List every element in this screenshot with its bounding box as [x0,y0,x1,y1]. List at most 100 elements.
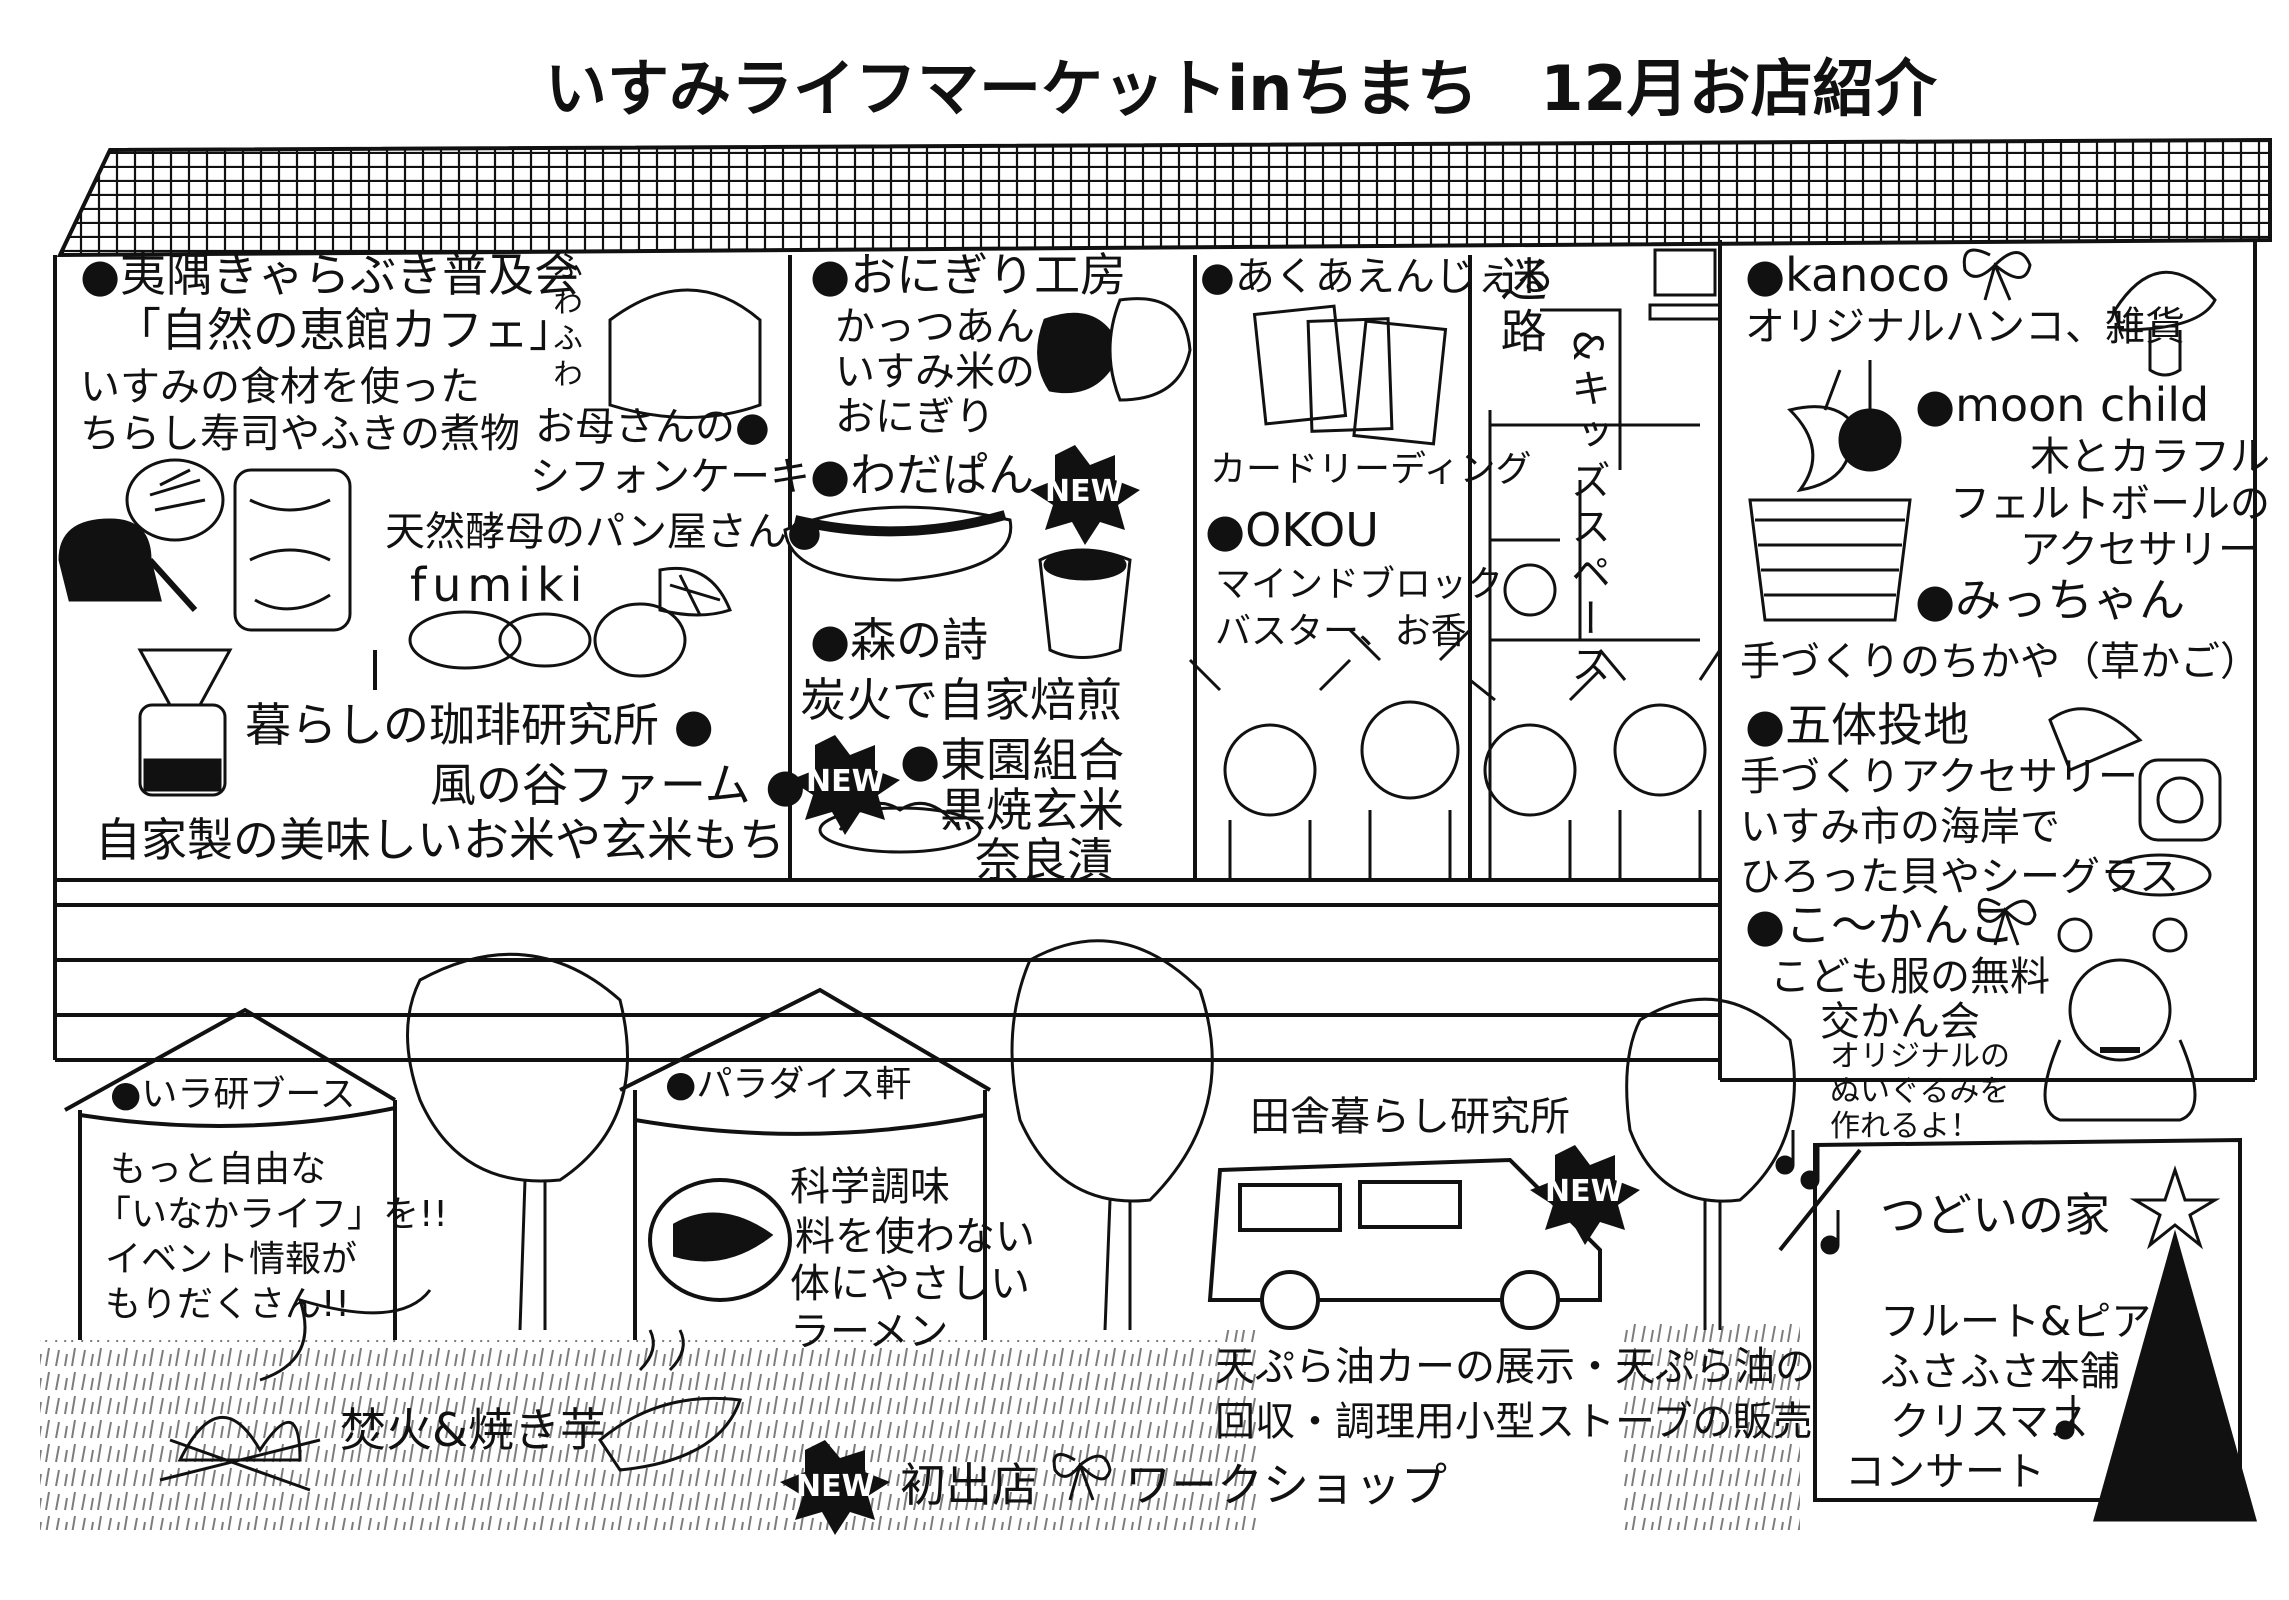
stall-akuaen-desc: カードリーディング [1210,449,1532,490]
grass-field [40,1320,1800,1530]
onigiri-icon [1037,297,1192,402]
chiffon-cake-icon [608,288,762,419]
stall-inaka-desc-2: 回収・調理用小型ストーブの販売 [1215,1399,1813,1445]
stall-irarabo-desc-3: イベント情報が [105,1239,358,1280]
tree-3 [1625,997,1796,1330]
coffee-cup-icon [1038,548,1132,659]
dish-icon [233,468,352,632]
stall-onigiri-sub-2: いすみ米の [835,349,1035,395]
stall-kokan-desc-4: ぬいぐるみを [1830,1074,2010,1109]
stall-akuaen-name: ●あくあえんじぇる [1200,254,1555,300]
stall-moonchild-desc-3: アクセサリー [2020,527,2258,573]
stall-inaka-name: 田舎暮らし研究所 [1250,1094,1570,1140]
stall-moonchild-name: ●moon child [1915,378,2210,432]
stall-fumiki-name: fumiki [410,558,589,612]
building-walls [53,240,2257,1082]
van-icon [1207,1157,1602,1330]
stall-paradise-desc-2: 料を使わない [795,1214,1035,1260]
kids-drawing [1188,563,1722,880]
christmas-tree-icon [2093,1165,2257,1522]
stall-inaka-desc-1: 天ぷら油カーの展示・天ぷら油の [1215,1344,1815,1390]
stall-irarabo-desc-4: もりだくさん!! [105,1284,350,1325]
stall-moonchild-desc-2: フェルトボールの [1950,481,2270,527]
new-badge-wadapan: NEW [1045,474,1124,509]
tent-irarabo [64,1007,397,1340]
stall-okou-name: ●OKOU [1205,503,1379,557]
stall-kokan-desc-3: オリジナルの [1830,1039,2010,1074]
stall-okou-desc-1: マインドブロック [1215,564,1504,605]
bread-icon [408,566,732,678]
stall-moonchild-desc-1: 木とカラフル [2030,434,2270,480]
stall-touen-desc-1: 黒焼玄米 [940,783,1124,837]
stall-onigiri-name: ●おにぎり工房 [810,248,1127,302]
page-title: いすみライフマーケットinちまち 12月お店紹介 [545,52,1937,125]
stall-kyaraboki-desc-1: いすみの食材を使った [80,364,480,410]
new-badge-legend: NEW [796,1469,875,1504]
tree-1 [406,952,629,1331]
stall-kokan-desc-5: 作れるよ！ [1830,1109,1980,1144]
legend-ribbon-label: ワークショップ [1125,1458,1447,1512]
stall-paradise-name: ●パラダイス軒 [665,1064,912,1105]
tree-2 [1010,939,1214,1331]
new-badge-touen: NEW [806,764,885,799]
kids-meiro-label: 迷路 [1493,255,1548,359]
chiffon-fuwa-label: ふわふわ [547,250,582,394]
new-badges [780,445,1640,1535]
stall-kokan-name: ●こ～かんこ [1745,898,2016,952]
stall-farm-desc: 自家製の美味しいお米や玄米もち [95,813,785,867]
tarot-cards-icon [1252,304,1448,446]
tent-paradise [619,987,992,1340]
stall-kokan-desc-1: こども服の無料 [1770,954,2050,1000]
stall-chiffon-line-1: お母さんの● [535,404,770,450]
stall-kanoco-name: ●kanoco [1745,248,1950,302]
stall-chiffon-line-2: シフォンケーキ [530,454,810,500]
stall-gotai-desc-3: ひろった貝やシーグラス [1740,854,2180,900]
stall-tsudoi-desc-2: ふさふさ本舗 [1880,1349,2120,1395]
stall-micchan-desc: 手づくりのちかや（草かご） [1740,639,2260,685]
stall-tsudoi-desc-4: コンサート [1845,1449,2045,1495]
building-roof [56,137,2272,258]
stall-coffee-name: 暮らしの珈琲研究所 ● [245,698,714,752]
basket-icon [1748,498,1912,622]
stall-touen-name: ●東園組合 [900,733,1125,787]
stall-fumiki-line-1: 天然酵母のパン屋さん● [385,509,822,555]
stall-tsudoi-desc-3: クリスマス [1890,1399,2089,1445]
new-badge-inaka: NEW [1545,1174,1624,1209]
stall-gotai-desc-1: 手づくりアクセサリー [1740,754,2138,800]
kids-space-label: &キッズスペース [1564,330,1610,690]
music-notes-icon [1775,1130,2075,1440]
stall-paradise-desc-4: ラーメン [790,1309,949,1355]
takibi-label: 焚火&焼き芋 [340,1403,606,1457]
kettle-icon [58,518,198,613]
stall-okou-desc-2: バスター、お香 [1215,611,1467,652]
stall-wadapan-name: ●わだぱん [810,448,1035,502]
stall-kyaraboki-sub: 「自然の恵館カフェ」 [115,303,575,357]
stall-onigiri-sub-3: おにぎり [835,394,995,440]
bowl-icon [125,458,225,542]
maze-drawing [1488,308,1700,880]
stall-farm-name: 風の谷ファーム ● [430,758,806,812]
stall-morinouta-desc: 炭火で自家焙煎 [800,673,1122,727]
shell-icon [2048,707,2222,897]
stall-kyaraboki-desc-2: ちらし寿司やふきの煮物 [80,411,520,457]
stall-irarabo-name: ●いラ研ブース [110,1074,356,1115]
mushroom-icon [2113,271,2217,377]
stall-kokan-desc-2: 交かん会 [1820,999,1980,1045]
hotdog-bread-icon [783,505,1013,582]
stall-gotai-desc-2: いすみ市の海岸で [1740,804,2060,850]
stall-irarabo-desc-2: 「いなかライフ」を!! [95,1194,448,1235]
stall-paradise-desc-1: 科学調味 [790,1164,950,1210]
stall-touen-desc-2: 奈良漬 [975,833,1113,887]
stall-kanoco-desc: オリジナルハンコ、雑貨 [1745,304,2185,350]
computer-icon [1648,248,1722,321]
legend-new-label: 初出店 [900,1458,1038,1512]
ribbon-icon [1052,248,2037,1501]
stall-tsudoi-name: つどいの家 [1880,1188,2110,1242]
stall-tsudoi-desc-1: フルート&ピアノ [1880,1299,2188,1345]
stall-gotai-name: ●五体投地 [1745,698,1970,752]
moon-icon [1787,360,1902,493]
coffee-dripper-icon [137,648,233,797]
stall-paradise-desc-3: 体にやさしい [790,1261,1030,1307]
